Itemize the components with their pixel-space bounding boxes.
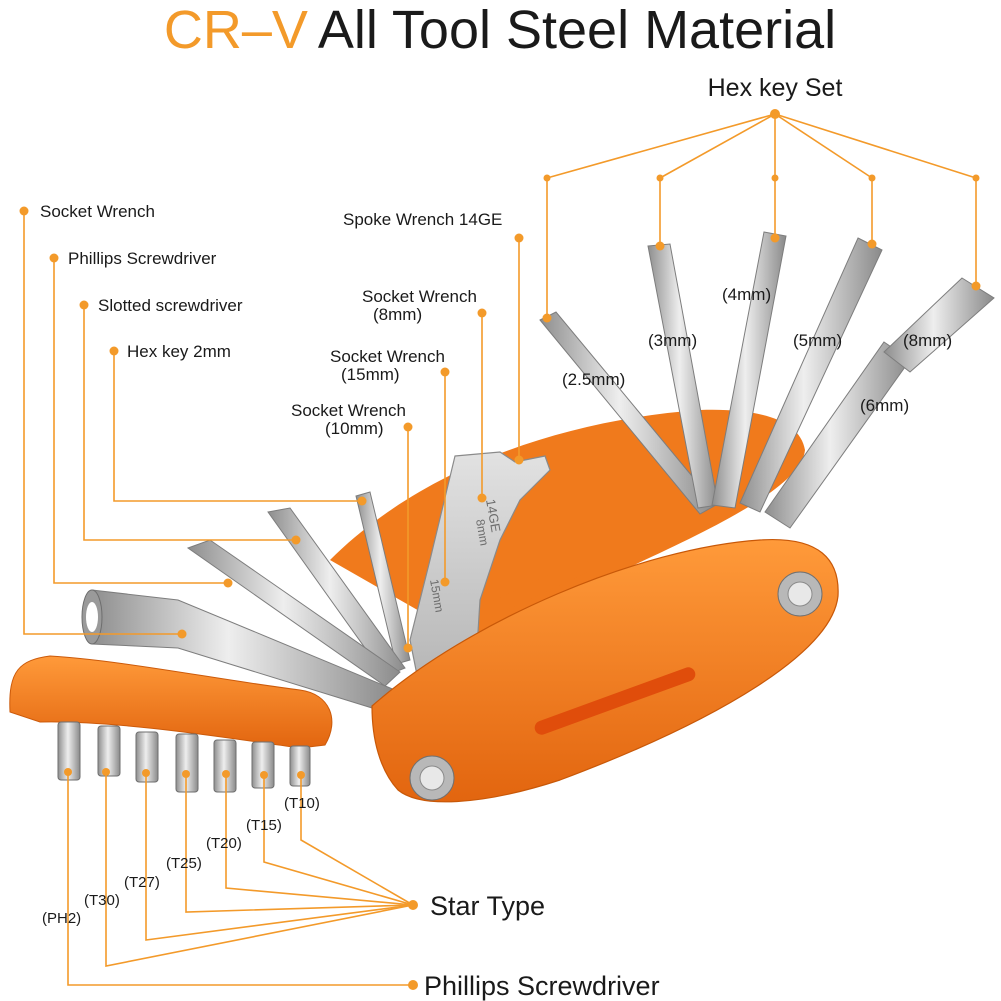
multitool-illustration: 14GE 8mm 15mm 10mm	[9, 231, 995, 803]
bit-label-t10: (T10)	[284, 795, 320, 812]
label-hex-key-2mm: Hex key 2mm	[127, 342, 231, 361]
title-rest: All Tool Steel Material	[318, 0, 836, 60]
bit-label-ph2: (PH2)	[42, 910, 81, 927]
label-star-type: Star Type	[430, 891, 545, 921]
hex-key-8mm	[883, 277, 995, 373]
label-socket-8mm-l2: (8mm)	[373, 305, 422, 324]
label-socket-10mm-l2: (10mm)	[325, 419, 384, 438]
hex-size-4mm: (4mm)	[722, 285, 771, 304]
label-phillips-bottom: Phillips Screwdriver	[424, 971, 660, 1001]
phillips-screwdriver-graphic	[186, 539, 401, 687]
label-socket-15mm-l2: (15mm)	[341, 365, 400, 384]
hex-size-6mm: (6mm)	[860, 396, 909, 415]
bit-label-t20: (T20)	[206, 835, 242, 852]
hex-key-2mm-graphic	[355, 491, 411, 665]
title-prefix: CR–V	[164, 0, 308, 60]
label-socket-8mm-l1: Socket Wrench	[362, 287, 477, 306]
hex-key-set-title: Hex key Set	[708, 74, 843, 102]
bit-label-t30: (T30)	[84, 892, 120, 909]
left-callouts: Socket Wrench Phillips Screwdriver Slott…	[19, 202, 367, 639]
front-body	[371, 538, 839, 803]
pivot-bolt-lower	[409, 755, 455, 801]
front-slot	[534, 667, 696, 735]
hex-key-callout: Hex key Set (2.5mm) (3mm) (4mm) (5mm) (6…	[542, 74, 981, 415]
hex-size-3mm: (3mm)	[648, 331, 697, 350]
pivot-bolt-upper	[777, 571, 823, 617]
label-spoke-wrench: Spoke Wrench 14GE	[343, 210, 502, 229]
bit-label-t25: (T25)	[166, 855, 202, 872]
label-socket-wrench: Socket Wrench	[40, 202, 155, 221]
bit-callouts: (T10) (T15) (T20) (T25) (T27) (T30) (PH2…	[42, 768, 660, 1001]
hex-key-4mm	[711, 231, 787, 509]
label-socket-10mm-l1: Socket Wrench	[291, 401, 406, 420]
stamp-8mm: 8mm	[473, 518, 491, 547]
hex-size-2.5mm: (2.5mm)	[562, 370, 625, 389]
center-callouts: Spoke Wrench 14GE Socket Wrench (8mm) So…	[291, 210, 524, 653]
slotted-screwdriver-graphic	[267, 507, 406, 677]
hex-size-5mm: (5mm)	[793, 331, 842, 350]
label-slotted-screwdriver: Slotted screwdriver	[98, 296, 243, 315]
bit-label-t15: (T15)	[246, 817, 282, 834]
hex-key-set-graphic	[539, 231, 995, 529]
plate-slot-upper	[479, 559, 591, 619]
stamp-14ge: 14GE	[483, 498, 504, 534]
label-socket-15mm-l1: Socket Wrench	[330, 347, 445, 366]
bit-label-t27: (T27)	[124, 874, 160, 891]
star-bits-graphic	[57, 721, 311, 793]
stamp-15mm: 15mm	[427, 578, 447, 613]
bit-holder	[9, 655, 333, 749]
hex-size-8mm: (8mm)	[903, 331, 952, 350]
label-phillips-screwdriver: Phillips Screwdriver	[68, 249, 217, 268]
